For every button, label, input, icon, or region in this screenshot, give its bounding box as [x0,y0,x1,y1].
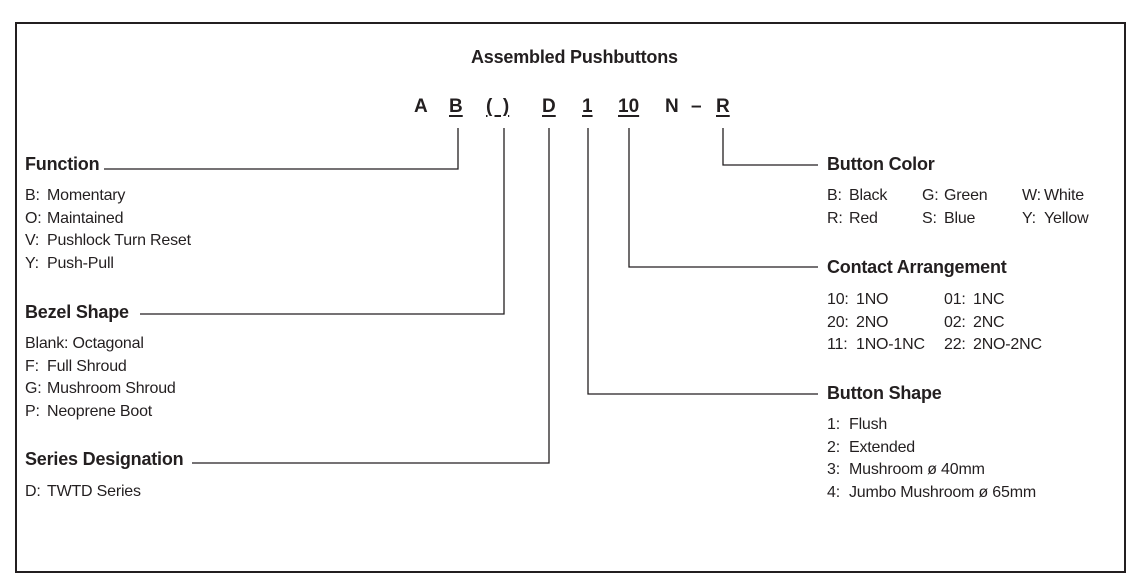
color-col-2: G:Green S:Blue [922,185,988,230]
list-item: R:Red [827,209,878,227]
contact-col-1: 10:1NO 20:2NO 11:1NO-1NC [827,289,925,357]
connector-function [104,128,459,170]
list-item: Blank: Octagonal [25,335,144,352]
list-item: D:TWTD Series [25,483,141,500]
code-1: 1 [582,96,593,117]
color-col-1: B:Black R:Red [827,185,887,230]
list-item: 2:Extended [827,438,916,456]
code-10: 10 [618,96,640,117]
list-item: 11:1NO-1NC [827,336,925,353]
code-n: N [665,96,679,117]
list-item: O:Maintained [25,209,124,227]
shape-list: 1:Flush 2:Extended 3:Mushroom ø 40mm 4:J… [827,414,1036,504]
list-item: 10:1NO [827,291,889,308]
bezel-heading: Bezel Shape [25,302,129,322]
list-item: 1:Flush [827,416,888,433]
list-item: B:Black [827,187,888,204]
contact-col-2: 01:1NC 02:2NC 22:2NO-2NC [944,289,1042,357]
code-b: B [449,96,463,117]
code-a: A [414,96,428,117]
series-list: D:TWTD Series [25,481,141,504]
color-col-3: W:White Y:Yellow [1022,185,1089,230]
list-item: V:Pushlock Turn Reset [25,232,191,249]
contact-heading: Contact Arrangement [827,257,1007,277]
shape-heading: Button Shape [827,383,942,403]
list-item: 4:Jumbo Mushroom ø 65mm [827,483,1036,501]
list-item: G:Green [922,187,988,204]
connector-shape [587,128,818,395]
list-item: W:White [1022,187,1084,204]
list-item: F:Full Shroud [25,357,127,375]
function-list: B:Momentary O:Maintained V:Pushlock Turn… [25,185,191,275]
connector-series [192,128,550,464]
diagram-title: Assembled Pushbuttons [471,47,678,67]
connector-contact [628,128,818,268]
code-paren: ( ) [486,96,510,117]
diagram-frame [15,22,1126,573]
connector-color [722,128,818,166]
list-item: S:Blue [922,209,976,227]
connector-bezel [140,128,505,315]
list-item: 20:2NO [827,313,889,331]
color-heading: Button Color [827,154,935,174]
list-item: G:Mushroom Shroud [25,380,176,397]
list-item: Y:Yellow [1022,209,1089,227]
list-item: 3:Mushroom ø 40mm [827,461,985,478]
function-heading: Function [25,154,100,174]
list-item: 22:2NO-2NC [944,336,1042,353]
bezel-list: Blank: Octagonal F:Full Shroud G:Mushroo… [25,333,176,423]
list-item: Y:Push-Pull [25,254,114,272]
list-item: 02:2NC [944,313,1005,331]
list-item: 01:1NC [944,291,1005,308]
list-item: P:Neoprene Boot [25,402,153,420]
code-d: D [542,96,556,117]
code-r: R [716,96,730,117]
series-heading: Series Designation [25,449,184,469]
list-item: B:Momentary [25,187,126,204]
code-dash: – [691,96,702,117]
